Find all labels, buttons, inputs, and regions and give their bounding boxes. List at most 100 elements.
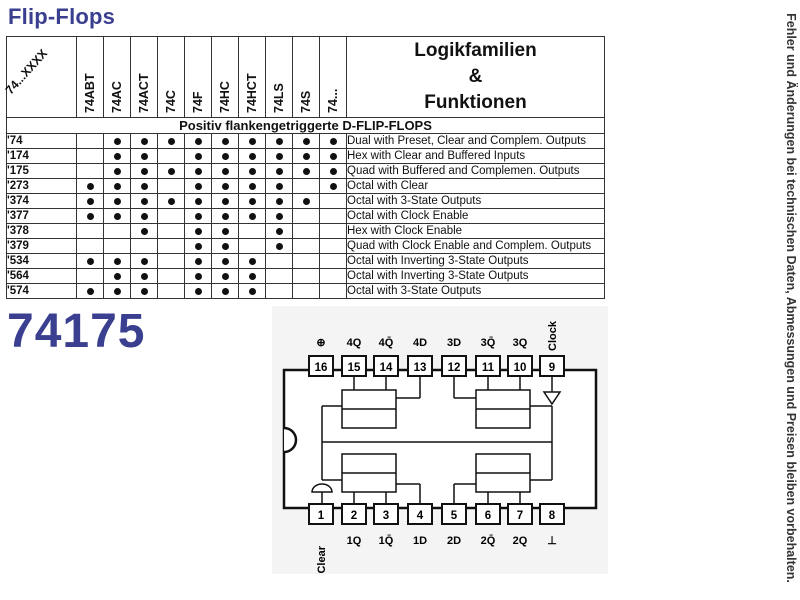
- available-dot-icon: [194, 213, 202, 221]
- availability-cell: [130, 148, 158, 164]
- availability-cell: [211, 283, 239, 299]
- row-code: '378: [6, 223, 77, 239]
- availability-cell: [319, 223, 347, 239]
- availability-cell: [238, 193, 266, 209]
- availability-cell: [184, 193, 212, 209]
- available-dot-icon: [302, 168, 310, 176]
- row-description: Octal with Inverting 3-State Outputs: [346, 268, 605, 284]
- available-dot-icon: [275, 228, 283, 236]
- availability-cell: [130, 193, 158, 209]
- row-description: Quad with Clock Enable and Complem. Outp…: [346, 238, 605, 254]
- pin-label-top: Clock: [547, 320, 559, 351]
- row-code: '175: [6, 163, 77, 179]
- availability-cell: [76, 223, 104, 239]
- pin-label-top: 4Q̄: [379, 337, 394, 349]
- availability-cell: [184, 208, 212, 224]
- pin-label-top: 3D: [447, 337, 461, 349]
- availability-cell: [157, 223, 185, 239]
- availability-cell: [292, 133, 320, 149]
- available-dot-icon: [194, 288, 202, 296]
- available-dot-icon: [275, 198, 283, 206]
- corner-label: 74...XXXX: [2, 46, 51, 97]
- available-dot-icon: [194, 183, 202, 191]
- availability-cell: [130, 253, 158, 269]
- available-dot-icon: [275, 153, 283, 161]
- availability-cell: [238, 163, 266, 179]
- availability-cell: [103, 238, 131, 254]
- row-description: Octal with Clock Enable: [346, 208, 605, 224]
- available-dot-icon: [221, 243, 229, 251]
- available-dot-icon: [86, 258, 94, 266]
- available-dot-icon: [194, 198, 202, 206]
- available-dot-icon: [329, 153, 337, 161]
- availability-cell: [319, 178, 347, 194]
- availability-cell: [319, 238, 347, 254]
- row-description: Quad with Buffered and Complemen. Output…: [346, 163, 605, 179]
- availability-cell: [238, 223, 266, 239]
- pin-box-bottom: [341, 503, 367, 525]
- availability-cell: [157, 238, 185, 254]
- pin-box-bottom: [475, 503, 501, 525]
- family-header-1: 74AC: [103, 36, 131, 118]
- available-dot-icon: [302, 153, 310, 161]
- row-code: '374: [6, 193, 77, 209]
- availability-cell: [130, 178, 158, 194]
- availability-cell: [211, 253, 239, 269]
- available-dot-icon: [167, 198, 175, 206]
- availability-cell: [184, 163, 212, 179]
- available-dot-icon: [140, 138, 148, 146]
- availability-cell: [103, 193, 131, 209]
- available-dot-icon: [167, 138, 175, 146]
- availability-cell: [265, 148, 293, 164]
- available-dot-icon: [140, 183, 148, 191]
- available-dot-icon: [86, 198, 94, 206]
- availability-cell: [157, 268, 185, 284]
- family-label: 74ABT: [83, 73, 97, 113]
- availability-cell: [292, 178, 320, 194]
- availability-cell: [103, 223, 131, 239]
- available-dot-icon: [248, 213, 256, 221]
- availability-cell: [130, 163, 158, 179]
- header-functions: Logikfamilien & Funktionen: [346, 36, 605, 118]
- availability-cell: [184, 238, 212, 254]
- availability-cell: [130, 133, 158, 149]
- available-dot-icon: [194, 243, 202, 251]
- availability-cell: [238, 133, 266, 149]
- available-dot-icon: [221, 198, 229, 206]
- pin-label-bottom: 2D: [447, 535, 461, 547]
- pin-label-top: 4D: [413, 337, 427, 349]
- availability-cell: [76, 133, 104, 149]
- row-description: Dual with Preset, Clear and Complem. Out…: [346, 133, 605, 149]
- family-header-8: 74S: [292, 36, 320, 118]
- available-dot-icon: [194, 153, 202, 161]
- availability-cell: [319, 283, 347, 299]
- availability-cell: [319, 268, 347, 284]
- availability-cell: [157, 208, 185, 224]
- availability-cell: [292, 163, 320, 179]
- pin-number-top: 9: [549, 362, 555, 374]
- pin-number-bottom: 3: [383, 510, 389, 522]
- availability-cell: [211, 148, 239, 164]
- available-dot-icon: [140, 228, 148, 236]
- available-dot-icon: [113, 153, 121, 161]
- availability-cell: [76, 193, 104, 209]
- availability-cell: [265, 208, 293, 224]
- availability-cell: [184, 283, 212, 299]
- available-dot-icon: [248, 153, 256, 161]
- available-dot-icon: [248, 288, 256, 296]
- pin-number-top: 16: [315, 362, 328, 374]
- available-dot-icon: [275, 243, 283, 251]
- pin-number-bottom: 4: [417, 510, 424, 522]
- pin-number-top: 13: [414, 362, 427, 374]
- table-subheader: Positiv flankengetriggerte D-FLIP-FLOPS: [6, 117, 605, 134]
- pin-number-bottom: 6: [485, 510, 491, 522]
- family-label: 74AC: [110, 81, 124, 113]
- pin-label-top: 3Q̄: [481, 337, 496, 349]
- pin-number-bottom: 1: [318, 510, 325, 522]
- pin-label-bottom: 2Q̄: [481, 535, 496, 547]
- header-line-3: Funktionen: [424, 92, 527, 113]
